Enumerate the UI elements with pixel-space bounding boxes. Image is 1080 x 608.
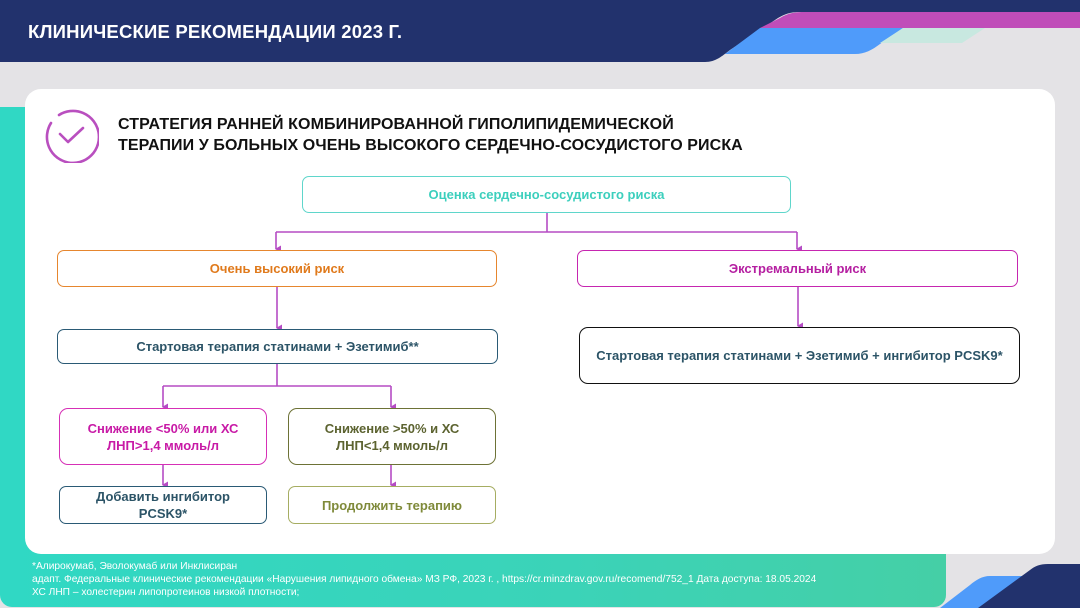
- box-start-therapy-extreme-label: Стартовая терапия статинами + Эзетимиб +…: [596, 348, 1003, 363]
- box-reduction-lt50-line2: ЛНП>1,4 ммоль/л: [107, 437, 219, 453]
- box-very-high-risk: Очень высокий риск: [57, 250, 497, 287]
- footnote-source: адапт. Федеральные клинические рекоменда…: [32, 574, 817, 585]
- box-add-inhibitor: Добавить ингибитор PCSK9*: [59, 486, 267, 524]
- corner-decoration: [940, 564, 1080, 608]
- slide-title-line1: СТРАТЕГИЯ РАННЕЙ КОМБИНИРОВАННОЙ ГИПОЛИП…: [118, 116, 674, 133]
- box-extreme-risk-label: Экстремальный риск: [728, 261, 867, 276]
- box-reduction-gt50-line1: Снижение >50% и ХС: [324, 420, 460, 436]
- footnote-abbreviation: ХС ЛНП – холестерин липопротеинов низкой…: [32, 587, 300, 598]
- box-start-therapy: Стартовая терапия статинами + Эзетимиб**: [57, 329, 498, 364]
- box-risk-assessment: Оценка сердечно-сосудистого риска: [302, 176, 791, 213]
- box-extreme-risk: Экстремальный риск: [577, 250, 1018, 287]
- header-decoration: [0, 0, 1080, 62]
- box-add-inhibitor-line1: Добавить ингибитор: [96, 489, 230, 504]
- footnote-drugs: *Алирокумаб, Эволокумаб или Инклисиран: [32, 561, 238, 572]
- content-card: [25, 89, 1055, 554]
- box-reduction-gt50-label: Снижение >50% и ХС ЛНП<1,4 ммоль/л: [325, 420, 460, 454]
- box-reduction-gt50: Снижение >50% и ХС ЛНП<1,4 ммоль/л: [288, 408, 496, 465]
- box-reduction-gt50-line2: ЛНП<1,4 ммоль/л: [336, 437, 448, 453]
- box-add-inhibitor-line2: PCSK9*: [138, 506, 188, 521]
- box-add-inhibitor-label: Добавить ингибитор PCSK9*: [96, 488, 230, 522]
- box-risk-assessment-label: Оценка сердечно-сосудистого риска: [428, 187, 665, 202]
- check-circle-icon: [45, 109, 99, 163]
- header-title: КЛИНИЧЕСКИЕ РЕКОМЕНДАЦИИ 2023 Г.: [28, 21, 403, 42]
- header-bar: КЛИНИЧЕСКИЕ РЕКОМЕНДАЦИИ 2023 Г.: [0, 0, 1080, 62]
- box-very-high-risk-label: Очень высокий риск: [209, 261, 345, 276]
- box-start-therapy-extreme: Стартовая терапия статинами + Эзетимиб +…: [579, 327, 1020, 384]
- footnotes: *Алирокумаб, Эволокумаб или Инклисиран а…: [32, 560, 816, 599]
- box-start-therapy-label: Стартовая терапия статинами + Эзетимиб**: [136, 339, 419, 354]
- slide-title-line2: ТЕРАПИИ У БОЛЬНЫХ ОЧЕНЬ ВЫСОКОГО СЕРДЕЧН…: [118, 137, 743, 154]
- box-reduction-lt50-label: Снижение <50% или ХС ЛНП>1,4 ммоль/л: [88, 420, 239, 454]
- box-continue-therapy-label: Продолжить терапию: [321, 497, 463, 513]
- box-continue-therapy: Продолжить терапию: [288, 486, 496, 524]
- box-reduction-lt50-line1: Снижение <50% или ХС: [87, 420, 239, 436]
- box-reduction-lt50: Снижение <50% или ХС ЛНП>1,4 ммоль/л: [59, 408, 267, 465]
- slide-title: СТРАТЕГИЯ РАННЕЙ КОМБИНИРОВАННОЙ ГИПОЛИП…: [118, 114, 743, 156]
